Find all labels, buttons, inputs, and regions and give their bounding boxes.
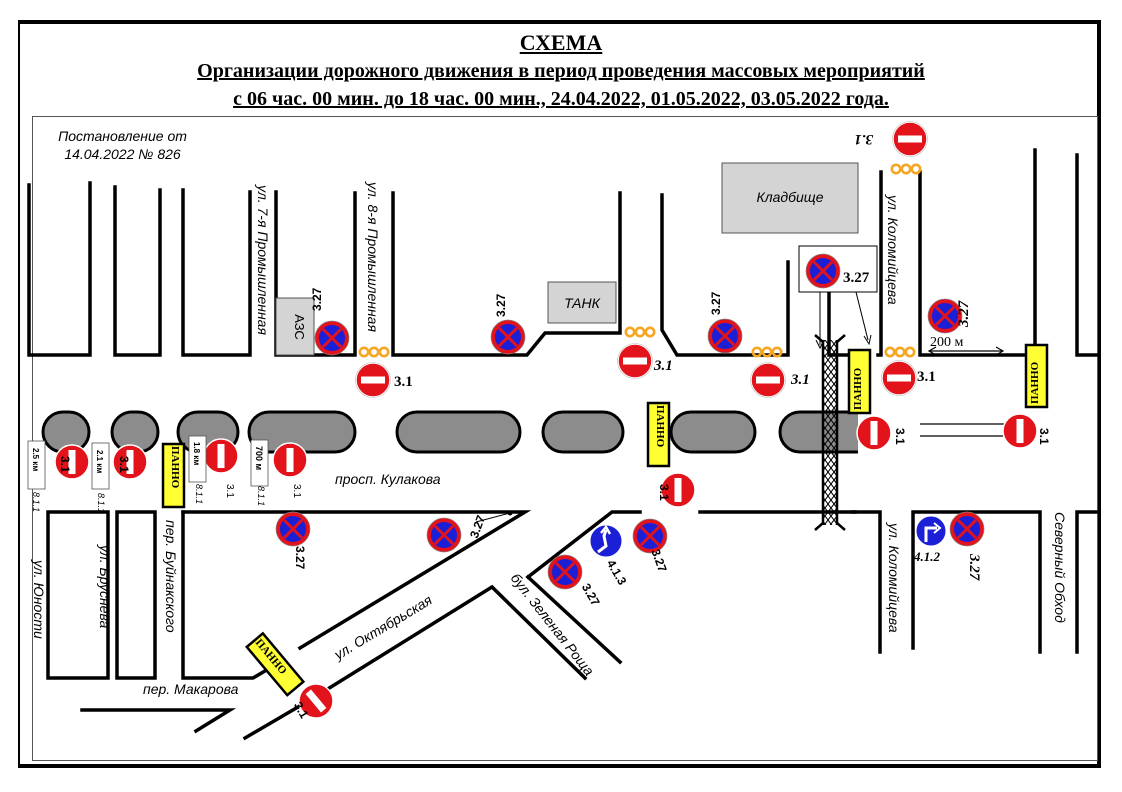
no-entry-sign-icon xyxy=(203,438,239,474)
panno-banners: ПАННО ПАННО ПАННО ПАННО ПАННО xyxy=(161,343,1049,697)
svg-text:3.1: 3.1 xyxy=(917,369,936,385)
street-kolomiytseva-north: ул. Коломийцева xyxy=(885,194,901,305)
tank-monument: ТАНК xyxy=(547,281,617,324)
azs-building: АЗС xyxy=(275,297,315,356)
svg-text:3.1: 3.1 xyxy=(657,484,671,501)
no-entry-sign-icon xyxy=(1002,413,1038,449)
svg-text:3.1: 3.1 xyxy=(117,456,131,473)
svg-text:3.27: 3.27 xyxy=(709,291,723,315)
no-stopping-sign-icon xyxy=(948,510,986,548)
cemetery: Кладбище xyxy=(721,162,859,234)
svg-text:3.1: 3.1 xyxy=(893,428,907,445)
svg-text:ПАННО: ПАННО xyxy=(654,405,666,448)
azs-label: АЗС xyxy=(292,314,307,340)
no-entry-sign-icon xyxy=(354,361,392,399)
svg-text:8.1.1: 8.1.1 xyxy=(31,492,41,512)
svg-text:3.27: 3.27 xyxy=(956,300,972,328)
panno-banner: ПАННО xyxy=(646,401,671,468)
barrier-icon xyxy=(624,326,656,338)
svg-text:3.27: 3.27 xyxy=(494,293,508,317)
barrier-icon xyxy=(358,346,390,358)
svg-text:3.27: 3.27 xyxy=(579,581,603,609)
decree-line-2: 14.04.2022 № 826 xyxy=(64,146,181,162)
turn-right-sign: 4.1.2 xyxy=(913,515,947,564)
street-brusneva: ул. Бруснева xyxy=(97,544,113,628)
svg-text:ПАННО: ПАННО xyxy=(169,446,181,489)
panno-banner: ПАННО xyxy=(847,348,872,415)
svg-text:3.1: 3.1 xyxy=(653,358,673,374)
panno-banner: ПАННО xyxy=(1024,343,1049,409)
no-entry-sign-icon xyxy=(616,342,654,380)
svg-text:3.1: 3.1 xyxy=(790,372,810,388)
distance-plate-3: 1.8 км xyxy=(192,442,201,465)
no-entry-sign-icon xyxy=(856,415,892,451)
svg-text:8.1.1: 8.1.1 xyxy=(194,484,204,504)
scheme-subtitle: Организации дорожного движения в период … xyxy=(197,60,925,82)
svg-text:3.1: 3.1 xyxy=(224,484,235,498)
lane-divider xyxy=(920,423,1005,437)
decree-line-1: Постановление от xyxy=(58,128,187,144)
distance-plate-1: 2.5 км xyxy=(31,448,40,471)
street-yunosti: ул. Юности xyxy=(31,559,47,639)
distance-plates: 2.5 км 8.1.1 2.1 км 8.1.1 1.8 км 8.1.1 7… xyxy=(27,435,269,513)
turn-left-sign: 4.1.3 xyxy=(589,524,630,588)
svg-text:3.1: 3.1 xyxy=(1037,428,1051,445)
map-frame xyxy=(32,116,1098,761)
scheme-period: с 06 час. 00 мин. до 18 час. 00 мин., 24… xyxy=(233,88,889,110)
street-prom7: ул. 7-я Промышленная xyxy=(255,184,271,335)
barrier-icon xyxy=(751,346,783,358)
svg-text:3.1: 3.1 xyxy=(291,484,302,498)
no-stopping-sign-icon xyxy=(489,318,527,356)
turn-sign-icon xyxy=(915,515,947,547)
svg-text:8.1.1: 8.1.1 xyxy=(256,486,266,506)
distance-measure: 200 м xyxy=(927,335,1005,356)
no-entry-sign-icon xyxy=(749,361,787,399)
no-stopping-sign-icon xyxy=(274,510,312,548)
tank-label: ТАНК xyxy=(564,295,601,311)
cemetery-label: Кладбище xyxy=(756,189,823,205)
barrier-icon xyxy=(890,163,922,175)
south-roads xyxy=(46,510,1100,741)
street-kulakova: просп. Кулакова xyxy=(335,471,441,487)
panno-banner: ПАННО xyxy=(161,442,186,509)
no-stopping-sign-icon xyxy=(313,319,351,357)
decree-note: Постановление от 14.04.2022 № 826 xyxy=(40,127,205,163)
barrier-icon xyxy=(884,346,916,358)
no-stopping-sign-icon xyxy=(706,317,744,355)
street-severny-obkhod: Северный Обход xyxy=(1052,512,1068,623)
measure-label: 200 м xyxy=(930,335,964,350)
no-stopping-sign-icon xyxy=(546,553,584,591)
svg-text:3.1: 3.1 xyxy=(58,456,72,473)
outer-frame xyxy=(18,20,1101,768)
svg-text:3.27: 3.27 xyxy=(843,270,870,286)
svg-text:3.1: 3.1 xyxy=(854,131,874,147)
street-kolomiytseva-south: ул. Коломийцева xyxy=(886,522,902,633)
street-prom8: ул. 8-я Промышленная xyxy=(365,181,381,332)
scheme-title: СХЕМА xyxy=(519,30,603,55)
street-makarova: пер. Макарова xyxy=(143,681,239,697)
no-stopping-sign-icon xyxy=(425,516,463,554)
svg-text:3.27: 3.27 xyxy=(648,547,669,574)
distance-plate-2: 2.1 км xyxy=(95,450,104,473)
svg-text:3.27: 3.27 xyxy=(293,546,307,570)
no-entry-sign-icon xyxy=(891,120,929,158)
street-oktyabrskaya: ул. Октябрьская xyxy=(330,591,435,663)
distance-plate-4: 700 м xyxy=(254,446,264,471)
street-buynakskogo: пер. Буйнакского xyxy=(163,520,179,633)
svg-text:4.1.2: 4.1.2 xyxy=(913,549,941,564)
no-entry-sign-icon xyxy=(880,359,918,397)
north-roads xyxy=(27,148,1100,357)
svg-text:3.27: 3.27 xyxy=(966,553,982,581)
svg-text:3.27: 3.27 xyxy=(310,287,324,311)
bridge-crossing xyxy=(814,334,846,531)
svg-text:ПАННО: ПАННО xyxy=(852,367,864,410)
svg-text:4.1.3: 4.1.3 xyxy=(604,557,630,587)
no-stopping-sign-icon xyxy=(804,252,842,290)
no-entry-sign-icon xyxy=(272,442,308,478)
svg-text:ПАННО: ПАННО xyxy=(1029,361,1041,404)
median-islands xyxy=(41,410,858,454)
panno-banner: ПАННО xyxy=(245,631,306,697)
svg-text:8.1.1: 8.1.1 xyxy=(96,493,106,513)
svg-text:3.1: 3.1 xyxy=(394,374,413,390)
